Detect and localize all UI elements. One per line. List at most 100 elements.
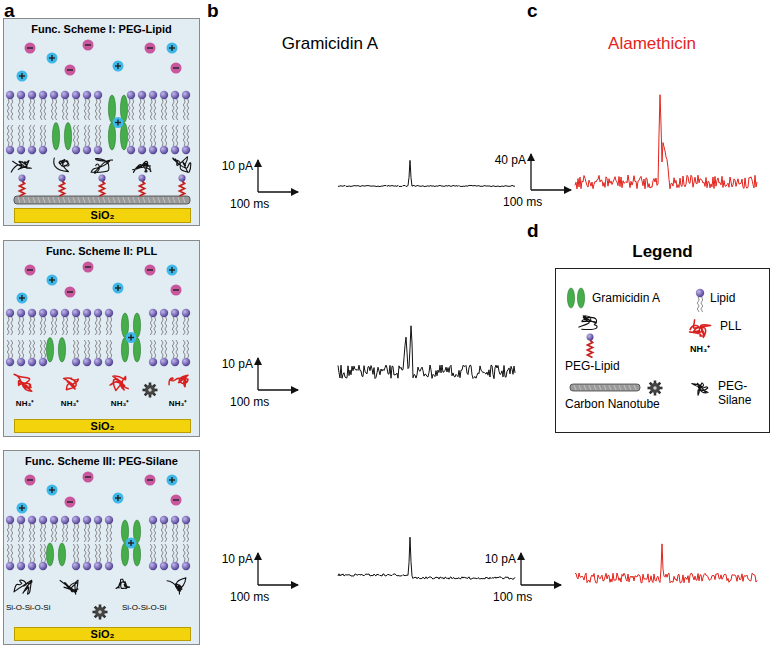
lipid-tail xyxy=(88,524,90,542)
chemical-group: Si-O-Si-O-Si xyxy=(122,603,166,612)
lipid-head xyxy=(39,358,47,366)
nanotube-end-view xyxy=(650,383,660,393)
lipid-tail xyxy=(55,524,57,542)
lipid-tail xyxy=(40,125,42,146)
lipid-head xyxy=(28,358,36,366)
nanotube-lattice xyxy=(103,197,105,203)
lipid-tail xyxy=(73,524,75,542)
lipid-head xyxy=(72,91,80,99)
legend-label: PLL xyxy=(720,320,741,334)
lipid-tail xyxy=(187,317,189,335)
lipid-head xyxy=(171,91,179,99)
lipid-head xyxy=(6,146,14,154)
charge-sign xyxy=(85,476,91,477)
legend-title: Legend xyxy=(556,242,769,262)
charge-sign xyxy=(21,295,22,301)
lipid-tail xyxy=(183,125,185,146)
lipid-head xyxy=(105,309,113,317)
lipid-tail xyxy=(84,524,86,542)
nanotube-lattice xyxy=(604,385,606,390)
lipid-head xyxy=(28,562,36,570)
lipid-head xyxy=(179,175,186,182)
lipid-tail xyxy=(139,99,141,120)
lipid-head xyxy=(94,309,102,317)
lipid-head xyxy=(6,516,14,524)
lipid-tail xyxy=(73,125,75,146)
lipid-tail xyxy=(183,524,185,542)
lipid-tail xyxy=(73,340,75,358)
lipid-tail xyxy=(154,125,156,146)
lipid-head xyxy=(160,516,168,524)
lipid-head xyxy=(17,146,25,154)
lipid-tail xyxy=(66,524,68,542)
lipid-head xyxy=(28,309,36,317)
lipid-tail xyxy=(187,99,189,120)
lipid-head xyxy=(17,309,25,317)
scale-bar xyxy=(257,358,258,390)
peg-coil xyxy=(578,316,597,330)
substrate-label: SiO₂ xyxy=(15,209,190,222)
nanotube-lattice xyxy=(83,197,85,203)
anion-symbol xyxy=(171,495,182,506)
nanotube-lattice xyxy=(68,197,70,203)
scale-bar xyxy=(257,553,258,585)
scale-bar xyxy=(258,389,298,390)
nanotube-lattice xyxy=(614,385,616,390)
peg-coil xyxy=(54,158,69,172)
lipid-tail xyxy=(88,544,90,562)
lipid-tail xyxy=(33,99,35,120)
charge-sign xyxy=(173,67,179,68)
carbon-nanotube xyxy=(570,384,640,391)
charge-sign xyxy=(147,47,153,48)
lipid-tail xyxy=(77,340,79,358)
lipid-tail xyxy=(62,99,64,120)
lipid-tail xyxy=(99,340,101,358)
peg-silane-coil xyxy=(692,383,709,395)
nanotube-lattice xyxy=(93,197,95,203)
nanotube-lattice xyxy=(584,385,586,390)
lipid-tail xyxy=(183,544,185,562)
nanotube-lattice xyxy=(53,197,55,203)
anion-symbol xyxy=(171,63,182,74)
lipid-tail xyxy=(176,340,178,358)
cation-symbol xyxy=(126,332,137,343)
substrate-label: SiO₂ xyxy=(15,420,190,432)
charge-sign xyxy=(117,495,118,501)
lipid-tail xyxy=(77,125,79,146)
lipid-tail xyxy=(172,340,174,358)
current-trace xyxy=(338,160,515,186)
lipid-tail xyxy=(132,99,134,120)
anion-symbol xyxy=(83,472,94,483)
lipid-tail xyxy=(165,340,167,358)
peg-silane-coil xyxy=(14,580,32,594)
lipid-head xyxy=(61,516,69,524)
pll-coil xyxy=(169,375,188,387)
lipid-head xyxy=(149,91,157,99)
lipid-head xyxy=(28,146,36,154)
lipid-tail xyxy=(150,524,152,542)
cation-symbol xyxy=(47,275,58,286)
current-trace xyxy=(575,95,757,189)
peg-coil xyxy=(11,161,31,173)
lipid-tail xyxy=(22,340,24,358)
nanotube-lattice xyxy=(619,385,621,390)
nanotube-lattice xyxy=(574,385,576,390)
charge-sign xyxy=(51,55,52,61)
lipid-tail xyxy=(161,524,163,542)
lipid-tail xyxy=(187,340,189,358)
lipid-tail xyxy=(51,524,53,542)
lipid-head xyxy=(83,309,91,317)
nanotube-lattice xyxy=(78,197,80,203)
nanotube-lattice xyxy=(594,385,596,390)
lipid-tail xyxy=(18,524,20,542)
charge-sign xyxy=(147,479,153,480)
lipid-head xyxy=(105,516,113,524)
nanotube-lattice xyxy=(48,197,50,203)
lipid-tail xyxy=(40,544,42,562)
lipid-head xyxy=(149,146,157,154)
chemical-group: NH₃⁺ xyxy=(16,399,34,408)
lipid-tail xyxy=(150,340,152,358)
lipid-tail xyxy=(84,340,86,358)
lipid-head xyxy=(83,358,91,366)
lipid-tail xyxy=(701,297,703,312)
